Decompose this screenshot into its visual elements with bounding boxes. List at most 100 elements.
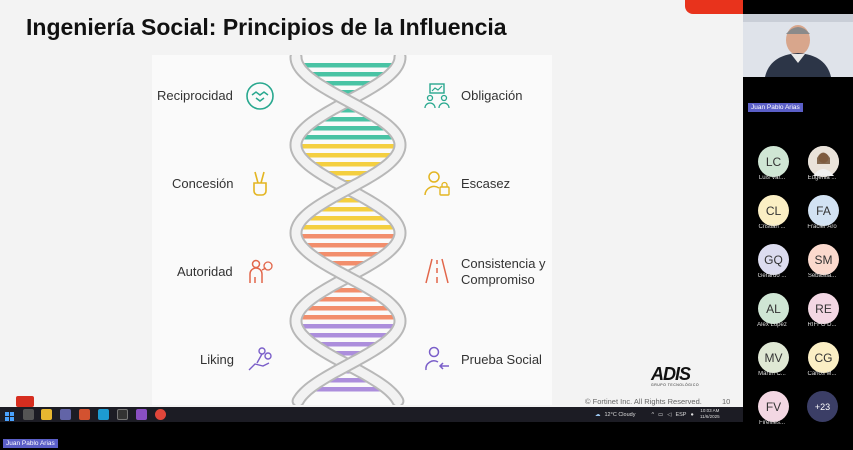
task-view-icon[interactable] (23, 409, 34, 420)
principle-prueba-social: Prueba Social (461, 352, 542, 367)
participant-avatar: CL (758, 195, 789, 226)
chevron-up-icon[interactable]: ^ (651, 411, 655, 418)
speaker-name-tag: Juan Pablo Arias (748, 103, 803, 112)
speaker-video[interactable] (743, 14, 853, 77)
chrome-icon[interactable] (155, 409, 166, 420)
helix-rung (312, 387, 384, 392)
handshake-icon (246, 82, 274, 110)
hand-flower-icon (248, 347, 272, 371)
team-board-icon (424, 83, 450, 109)
participant-name: Cristian ... (758, 224, 786, 230)
principle-consistencia-line2: Compromiso (461, 272, 535, 287)
app-icon[interactable] (136, 409, 147, 420)
participant-name: Alex Lopez (757, 322, 787, 328)
principle-escasez: Escasez (461, 176, 511, 191)
helix-strand-b (291, 55, 405, 405)
terminal-icon[interactable] (117, 409, 128, 420)
helix-rung (320, 117, 376, 122)
powerpoint-icon[interactable] (79, 409, 90, 420)
mic-icon[interactable]: ● (690, 411, 694, 418)
helix-rung (300, 315, 396, 320)
participant-avatar: FV (758, 391, 789, 422)
more-participants-button[interactable]: +23 (807, 391, 838, 422)
participant-name: Luis Var... (758, 175, 786, 181)
presenter-name-tag: Juan Pablo Arias (3, 439, 58, 448)
participant-name: Martin C... (758, 371, 786, 377)
peace-hand-icon (253, 171, 267, 196)
principle-obligacion: Obligación (461, 88, 523, 103)
windows-start-icon[interactable] (4, 409, 15, 421)
slide-accent-bar (685, 0, 743, 14)
helix-rung (316, 342, 380, 347)
participant-name: Carlos M... (807, 371, 837, 377)
principle-concesion: Concesión (172, 176, 234, 191)
dna-helix-graphic (289, 55, 407, 405)
participant-avatar: RE (808, 293, 839, 324)
helix-rung (315, 297, 381, 302)
principle-reciprocidad: Reciprocidad (157, 88, 233, 103)
stage-bottom-bar: Juan Pablo Arias (0, 422, 743, 450)
participant-avatar: GQ (758, 244, 789, 275)
helix-rung (309, 72, 387, 77)
participant-avatar: SM (808, 244, 839, 275)
helix-rung (306, 333, 390, 338)
helix-rung (302, 135, 394, 140)
road-icon (425, 258, 449, 284)
person-arrow-icon (425, 346, 449, 371)
person-lock-icon (424, 171, 450, 196)
clock[interactable]: 10:03 AM 11/6/2025 (700, 408, 720, 419)
helix-strand-a (291, 55, 405, 405)
language-indicator[interactable]: ESP (675, 411, 687, 418)
participant-avatar: FA (808, 195, 839, 226)
helix-rung (305, 306, 391, 311)
principle-liking: Liking (200, 352, 234, 367)
system-tray: ☁ 12°C Cloudy ^ ▭ ◁ ESP ● (595, 407, 694, 422)
helix-rung (317, 207, 379, 212)
participant-name: Gerardo ... (757, 273, 787, 279)
participant-tile[interactable]: Eugenia ... (797, 146, 847, 190)
volume-icon[interactable]: ◁ (667, 411, 672, 418)
participant-avatar: LC (758, 146, 789, 177)
principle-consistencia-line1: Consistencia y (461, 256, 546, 271)
windows-taskbar: ☁ 12°C Cloudy ^ ▭ ◁ ESP ● 10:03 AM 11/6/… (0, 407, 743, 422)
helix-rung (320, 81, 376, 86)
network-icon[interactable]: ▭ (658, 411, 664, 418)
helix-rung (307, 216, 389, 221)
participant-photo (808, 146, 839, 177)
adis-logo: ADIS GRUPO TECNOLÓGICO (651, 364, 700, 387)
helix-rung (303, 153, 393, 158)
teams-icon[interactable] (60, 409, 71, 420)
slide-page-number: 10 (722, 397, 731, 406)
influence-diagram (152, 55, 552, 405)
helix-rung (313, 252, 383, 257)
participant-name: Fireflies... (758, 420, 785, 426)
helix-rung (300, 324, 396, 329)
file-explorer-icon[interactable] (41, 409, 52, 420)
participant-avatar: AL (758, 293, 789, 324)
helix-rung (300, 144, 396, 149)
principle-autoridad: Autoridad (177, 264, 233, 279)
shared-slide: Ingeniería Social: Principios de la Infl… (0, 0, 743, 407)
helix-rung (323, 171, 373, 176)
fortinet-icon (16, 396, 34, 407)
edge-icon[interactable] (98, 409, 109, 420)
helix-rung (301, 225, 395, 230)
participant-avatar: MV (758, 342, 789, 373)
helix-rung (309, 126, 387, 131)
authority-person-icon (249, 259, 273, 283)
helix-rung (300, 234, 396, 239)
helix-rung (325, 378, 371, 383)
cloud-icon: ☁ (595, 411, 601, 418)
